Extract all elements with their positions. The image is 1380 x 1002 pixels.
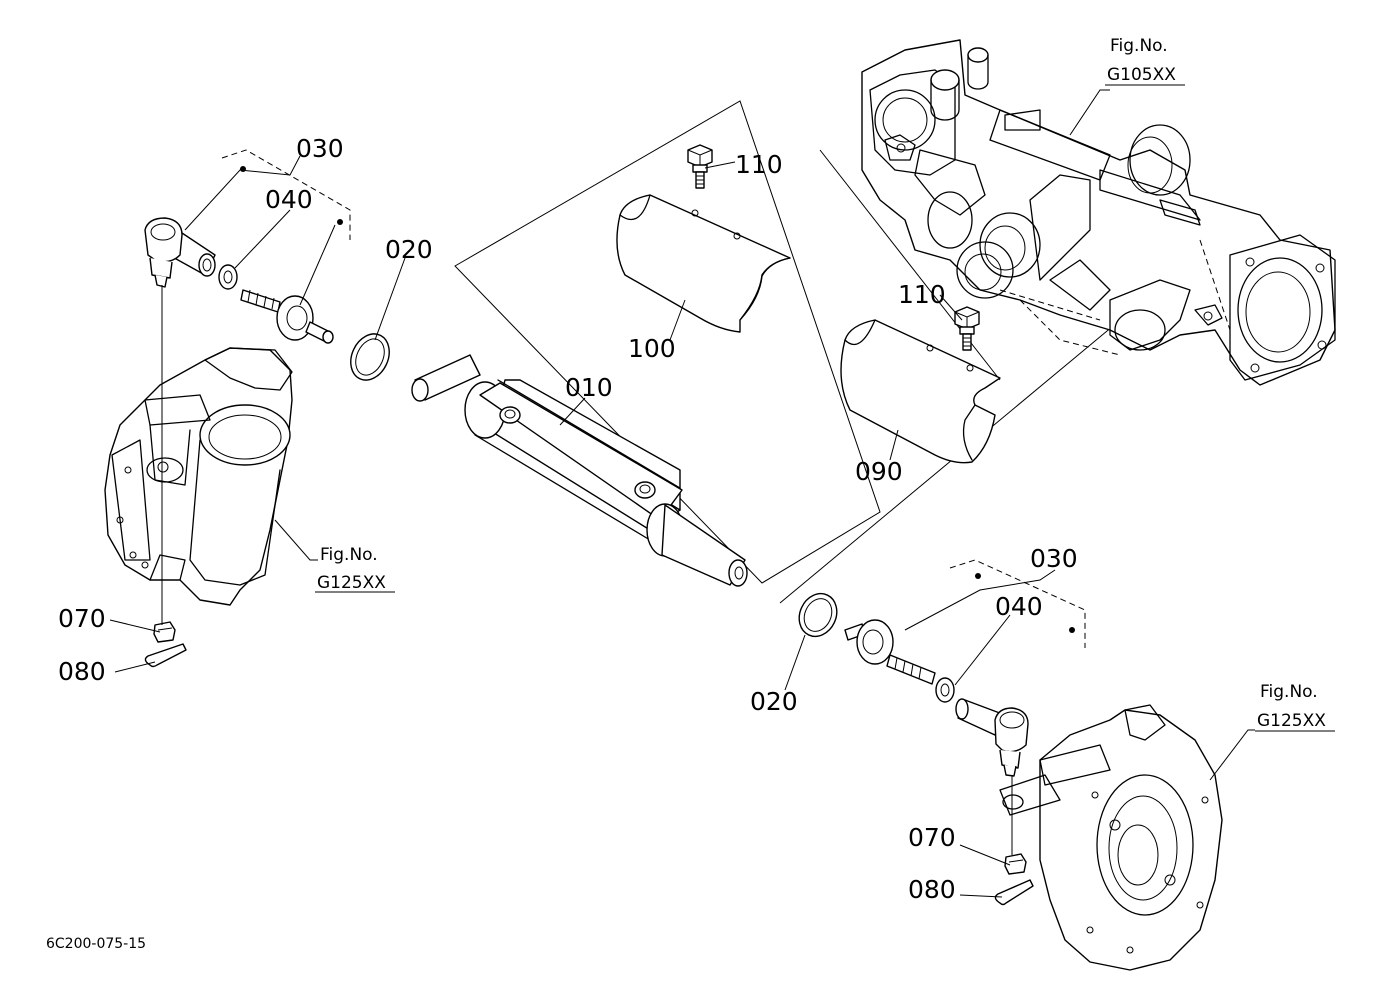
right-tie-rod <box>844 619 1029 777</box>
steering-cylinder <box>411 354 748 587</box>
left-castle-nut <box>153 621 176 643</box>
callout-040-left: 040 <box>265 185 313 214</box>
callout-080-left: 080 <box>58 657 106 686</box>
fig-right-code: G125XX <box>1257 711 1326 731</box>
bolt-110-top <box>687 144 713 189</box>
callout-020-left: 020 <box>385 235 433 264</box>
fig-left-label: Fig.No. <box>320 545 378 565</box>
callout-070-left: 070 <box>58 604 106 633</box>
fig-top-code: G105XX <box>1107 65 1176 85</box>
right-snap-ring <box>798 592 838 638</box>
callout-020-right: 020 <box>750 687 798 716</box>
callout-010: 010 <box>565 373 613 402</box>
callout-080-right: 080 <box>908 875 956 904</box>
drawing-code: 6C200-075-15 <box>46 936 146 952</box>
fig-right-label: Fig.No. <box>1260 682 1318 702</box>
callout-100: 100 <box>628 334 676 363</box>
right-castle-nut <box>1004 853 1027 875</box>
right-cotter-pin <box>994 879 1034 906</box>
fig-left-code: G125XX <box>317 573 386 593</box>
callout-110-mid: 110 <box>898 280 946 309</box>
right-030-bracket <box>949 559 1086 648</box>
leader-lines <box>109 89 1255 898</box>
left-steering-knuckle <box>104 347 293 606</box>
left-snap-ring <box>350 333 390 381</box>
callout-110-top: 110 <box>735 150 783 179</box>
callout-090: 090 <box>855 457 903 486</box>
cover-100 <box>616 194 791 333</box>
left-cotter-pin <box>144 643 187 668</box>
right-steering-knuckle <box>999 704 1223 971</box>
callout-070-right: 070 <box>908 823 956 852</box>
callout-040-right: 040 <box>995 592 1043 621</box>
bolt-110-mid <box>954 306 980 351</box>
front-axle-housing <box>861 39 1336 386</box>
callout-030-left: 030 <box>296 134 344 163</box>
fig-top-label: Fig.No. <box>1110 36 1168 56</box>
left-tie-rod <box>144 217 334 344</box>
cover-090 <box>840 319 1001 464</box>
callout-030-right: 030 <box>1030 544 1078 573</box>
